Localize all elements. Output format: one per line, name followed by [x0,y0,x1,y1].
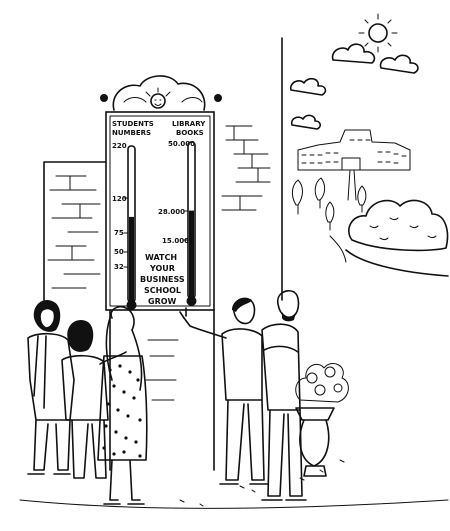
cloud-icon [379,54,419,74]
path-lines [329,235,347,263]
brick-pillar-left [43,161,107,301]
person-pointing [179,297,269,485]
ground-line [19,499,449,509]
slogan-line2: YOUR [149,264,175,273]
students-mark-50: 50 [114,248,124,256]
slogan-line3: BUSINESS [140,275,185,284]
students-mark-120: 120 [112,195,127,203]
board-inner-frame [109,115,211,307]
cloud-icon [331,43,376,64]
cloud-icon [290,77,327,96]
students-top-value: 220 [112,142,127,150]
bushes [348,199,449,252]
library-top-value: 50.000 [168,140,195,148]
students-heading-line1: STUDENTS [112,120,154,128]
students-thermometer-fill [129,216,134,302]
slogan-line1: WATCH [145,253,177,262]
students-mark-32: 32 [114,263,124,271]
slogan-line5: GROW [148,297,177,306]
students-thermometer-bulb [126,300,137,310]
cloud-icon [290,114,321,130]
students-tick-marks [123,197,129,268]
library-tick-marks [183,210,189,241]
potted-plant [295,363,349,477]
campus-building [297,129,411,201]
ground-shading [179,459,345,507]
library-mark-28000: 28.000 [158,208,185,216]
trees-background [291,177,367,231]
person-polka-dot-dress [97,305,148,505]
library-thermometer-bulb [186,296,197,306]
pillar-below-board [109,309,215,471]
lawn-curve [345,249,449,277]
library-heading-line1: LIBRARY [172,120,206,128]
thermometer-board [105,111,215,311]
board-crest [100,75,222,111]
library-mark-15000: 15.000 [162,237,189,245]
students-mark-75: 75 [114,229,124,237]
person-dark-hair [61,320,127,479]
library-heading-line2: BOOKS [176,129,204,137]
brick-wall-right [221,37,283,301]
sun-icon [358,13,398,53]
person-arms-crossed [261,289,307,501]
person-left-bearded [27,299,75,475]
students-heading-line2: NUMBERS [112,129,151,137]
library-thermometer-fill [189,210,194,298]
dress-dots [102,364,142,458]
slogan-line4: SCHOOL [144,286,181,295]
